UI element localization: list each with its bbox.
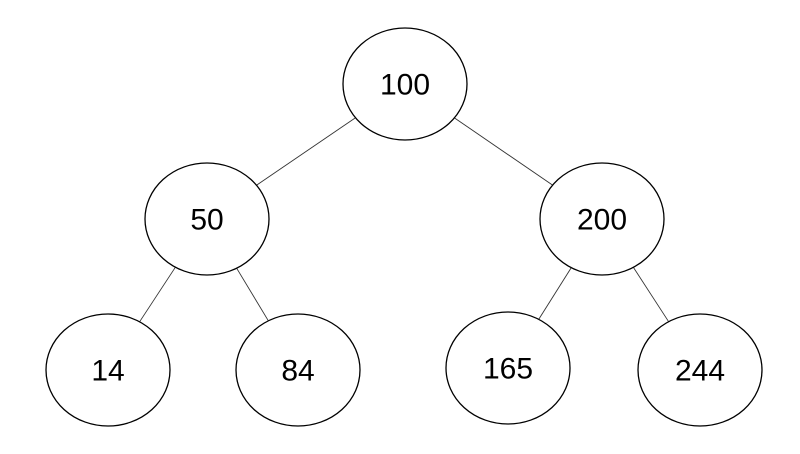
- edge-200-to-244: [632, 267, 670, 322]
- node-label: 100: [380, 69, 430, 102]
- node-label: 244: [675, 355, 725, 388]
- tree-node-165: 165: [445, 311, 571, 425]
- edge-100-to-200: [454, 117, 553, 186]
- node-circle: [235, 313, 361, 427]
- tree-node-244: 244: [637, 313, 763, 427]
- node-circle: [144, 162, 270, 276]
- edge-200-to-165: [538, 267, 572, 320]
- node-label: 165: [483, 353, 533, 386]
- edges-layer: [139, 117, 670, 323]
- tree-node-84: 84: [235, 313, 361, 427]
- node-circle: [342, 27, 468, 141]
- node-label: 50: [190, 204, 223, 237]
- tree-node-100: 100: [342, 27, 468, 141]
- tree-node-50: 50: [144, 162, 270, 276]
- edge-50-to-84: [236, 267, 269, 322]
- node-circle: [539, 162, 665, 276]
- nodes-layer: 100 50 200 14 84 165 244: [45, 27, 763, 427]
- node-label: 200: [577, 204, 627, 237]
- edge-50-to-14: [139, 266, 176, 323]
- node-label: 84: [281, 355, 314, 388]
- node-circle: [445, 311, 571, 425]
- node-label: 14: [91, 355, 124, 388]
- tree-node-200: 200: [539, 162, 665, 276]
- node-circle: [45, 313, 171, 427]
- node-circle: [637, 313, 763, 427]
- tree-node-14: 14: [45, 313, 171, 427]
- edge-100-to-50: [256, 117, 356, 186]
